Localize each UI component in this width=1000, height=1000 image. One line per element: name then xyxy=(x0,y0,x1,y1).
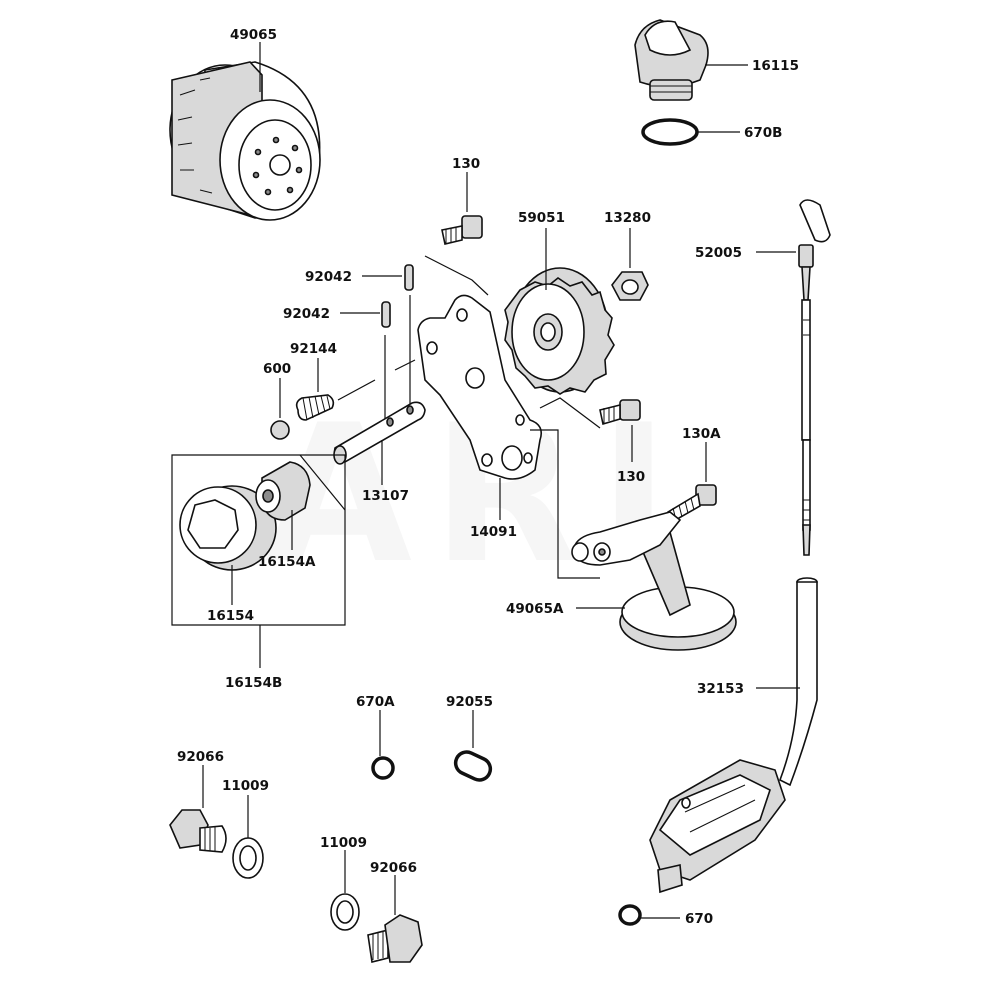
ball-600[interactable] xyxy=(270,420,290,440)
drain-plug-92066-a[interactable] xyxy=(169,809,227,853)
oil-filler-cap-16115[interactable] xyxy=(634,19,709,101)
label-11009-a: 11009 xyxy=(222,778,269,794)
gasket-11009-a[interactable] xyxy=(232,837,264,879)
label-92066-a: 92066 xyxy=(177,749,224,765)
label-59051: 59051 xyxy=(518,210,565,226)
label-92042-a: 92042 xyxy=(305,269,352,285)
dipstick-52005[interactable] xyxy=(798,199,831,556)
oil-pump-gear-59051[interactable] xyxy=(504,267,615,395)
label-16154: 16154 xyxy=(207,608,254,624)
o-ring-670[interactable] xyxy=(618,904,642,926)
label-92066-b: 92066 xyxy=(370,860,417,876)
label-670b: 670B xyxy=(744,125,782,141)
oil-filter-49065[interactable] xyxy=(169,61,321,221)
label-92042-b: 92042 xyxy=(283,306,330,322)
label-49065a: 49065A xyxy=(506,601,564,617)
pump-cover-plate-14091[interactable] xyxy=(417,294,543,480)
oil-strainer-49065a[interactable] xyxy=(571,511,737,651)
label-670: 670 xyxy=(685,911,713,927)
label-14091: 14091 xyxy=(470,524,517,540)
label-130-top: 130 xyxy=(452,156,480,172)
label-92055: 92055 xyxy=(446,694,493,710)
bolt-130-mid[interactable] xyxy=(599,399,641,426)
label-600: 600 xyxy=(263,361,291,377)
dipstick-tube-32153[interactable] xyxy=(649,577,818,894)
label-52005: 52005 xyxy=(695,245,742,261)
bolt-130-top[interactable] xyxy=(441,215,483,245)
label-130-mid: 130 xyxy=(617,469,645,485)
label-92144: 92144 xyxy=(290,341,337,357)
label-16115: 16115 xyxy=(752,58,799,74)
label-16154b: 16154B xyxy=(225,675,282,691)
drain-plug-92066-b[interactable] xyxy=(367,914,423,963)
outer-rotor-16154[interactable] xyxy=(179,485,277,571)
o-ring-92055[interactable] xyxy=(452,748,494,783)
nut-13280[interactable] xyxy=(611,271,649,301)
o-ring-670b[interactable] xyxy=(641,118,699,146)
gasket-11009-b[interactable] xyxy=(330,893,360,931)
label-670a: 670A xyxy=(356,694,395,710)
label-16154a: 16154A xyxy=(258,554,316,570)
bracket-16154b xyxy=(171,454,346,626)
label-32153: 32153 xyxy=(697,681,744,697)
o-ring-670a[interactable] xyxy=(371,756,395,780)
bolt-130a[interactable] xyxy=(667,484,717,524)
inner-rotor-16154a[interactable] xyxy=(255,461,311,521)
label-130a: 130A xyxy=(682,426,721,442)
label-49065: 49065 xyxy=(230,27,277,43)
spring-92144[interactable] xyxy=(295,394,335,421)
pin-92042-a[interactable] xyxy=(404,264,414,291)
label-11009-b: 11009 xyxy=(320,835,367,851)
label-13280: 13280 xyxy=(604,210,651,226)
label-13107: 13107 xyxy=(362,488,409,504)
pin-92042-b[interactable] xyxy=(381,301,391,328)
